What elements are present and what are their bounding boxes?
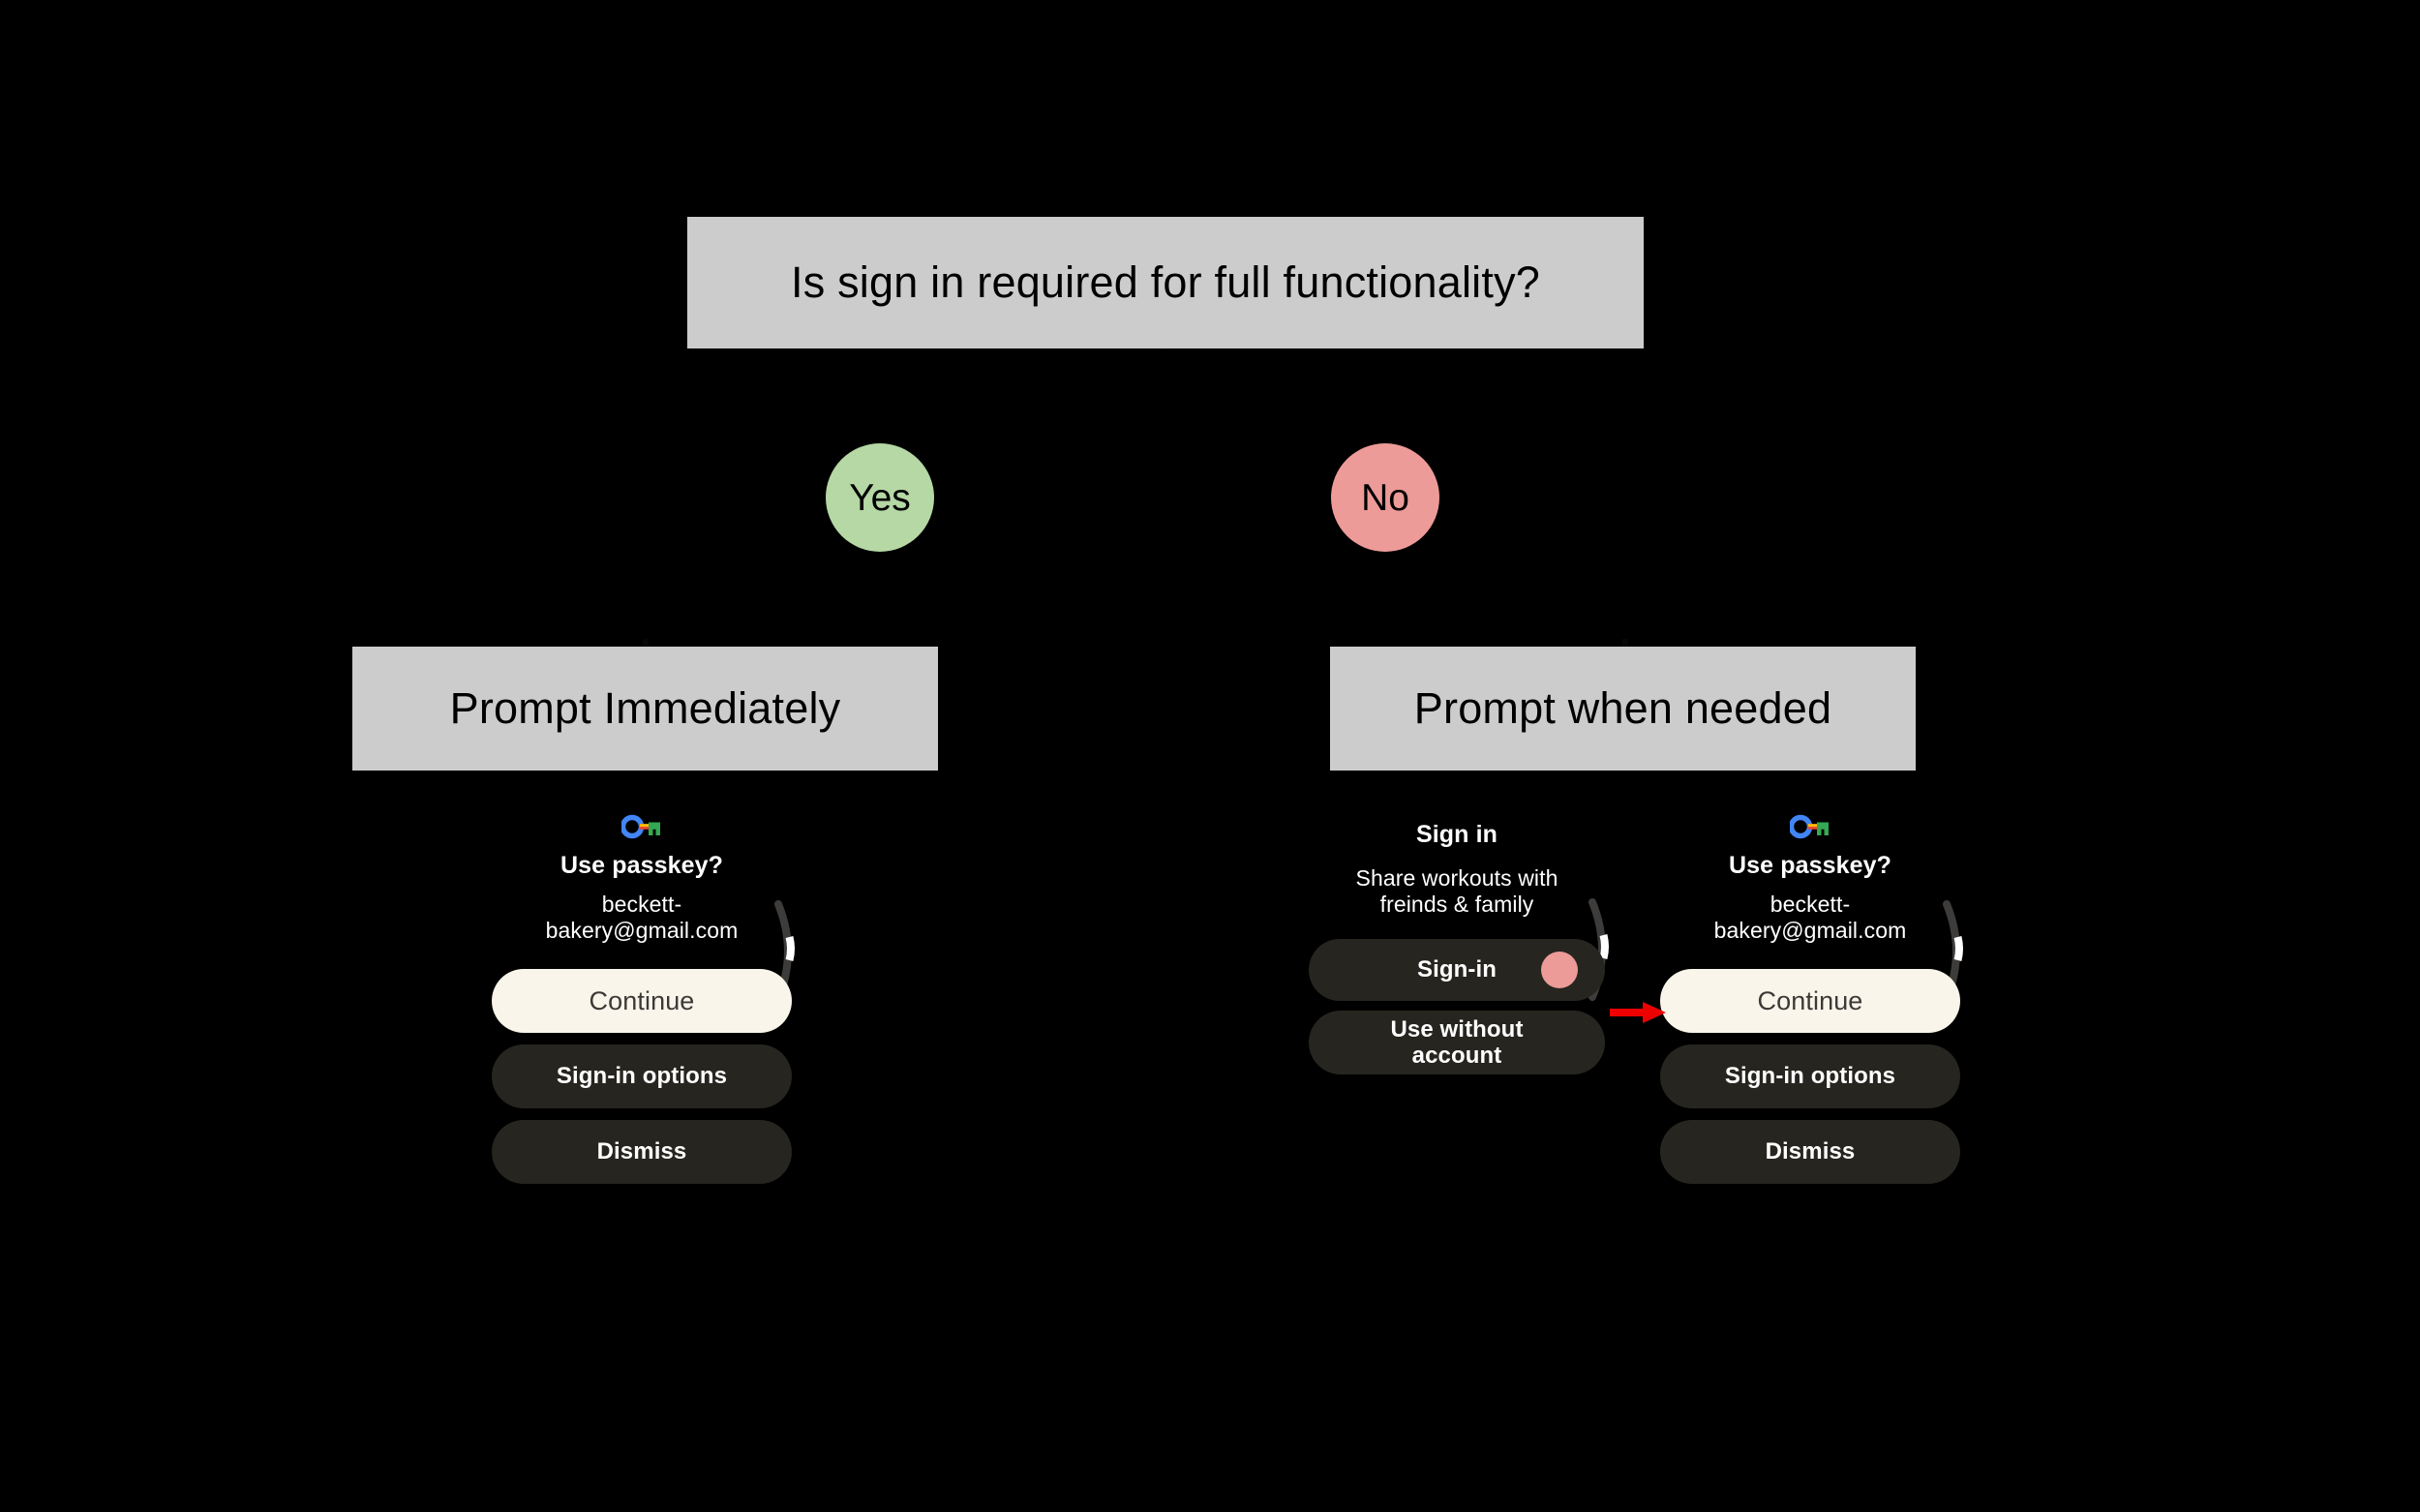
outcome-box-prompt-immediately: Prompt Immediately — [352, 647, 938, 771]
outcome-box-prompt-immediately-label: Prompt Immediately — [449, 683, 841, 734]
sign-in-button[interactable]: Sign-in — [1309, 939, 1605, 1001]
continue-button[interactable]: Continue — [1660, 969, 1960, 1033]
google-passkey-icon — [1790, 813, 1830, 840]
sign-in-options-button[interactable]: Sign-in options — [1660, 1044, 1960, 1108]
signin-card-title: Sign in — [1415, 821, 1498, 848]
question-box: Is sign in required for full functionali… — [687, 217, 1644, 348]
continue-button[interactable]: Continue — [492, 969, 792, 1033]
decision-chip-yes: Yes — [826, 443, 934, 552]
signin-card-middle: Sign in Share workouts with freinds & fa… — [1309, 821, 1609, 1256]
sign-in-options-button-label: Sign-in options — [1724, 1063, 1896, 1090]
red-arrow-icon — [1610, 1000, 1668, 1025]
sign-in-options-button[interactable]: Sign-in options — [492, 1044, 792, 1108]
dismiss-button-label: Dismiss — [1765, 1138, 1856, 1165]
sign-in-options-button-label: Sign-in options — [556, 1063, 728, 1090]
continue-button-label: Continue — [589, 985, 695, 1015]
sign-in-button-label: Sign-in — [1416, 956, 1497, 983]
passkey-card-left-title: Use passkey? — [560, 852, 723, 879]
decision-chip-no: No — [1331, 443, 1439, 552]
dismiss-button-label: Dismiss — [596, 1138, 687, 1165]
question-box-label: Is sign in required for full functionali… — [791, 257, 1540, 308]
dismiss-button[interactable]: Dismiss — [1660, 1120, 1960, 1184]
decision-chip-no-label: No — [1361, 476, 1409, 519]
passkey-card-left-subtitle: beckett-bakery@gmail.com — [545, 891, 739, 943]
google-passkey-icon — [621, 813, 662, 840]
passkey-card-right-subtitle: beckett-bakery@gmail.com — [1713, 891, 1907, 943]
signin-card-subtitle: Share workouts with freinds & family — [1355, 864, 1558, 917]
decision-chip-yes-label: Yes — [849, 476, 911, 519]
sign-in-avatar-dot — [1541, 952, 1578, 988]
use-without-account-button[interactable]: Use without account — [1309, 1011, 1605, 1074]
passkey-card-right-title: Use passkey? — [1729, 852, 1891, 879]
continue-button-label: Continue — [1757, 985, 1863, 1015]
outcome-box-prompt-when-needed-label: Prompt when needed — [1413, 683, 1832, 734]
use-without-account-button-label: Use without account — [1390, 1015, 1524, 1069]
connector-no-to-right-box — [1622, 639, 1628, 649]
dismiss-button[interactable]: Dismiss — [492, 1120, 792, 1184]
passkey-card-right: Use passkey? beckett-bakery@gmail.com Co… — [1660, 811, 1963, 1305]
connector-yes-to-left-box — [643, 639, 649, 649]
passkey-card-left: Use passkey? beckett-bakery@gmail.com Co… — [492, 811, 795, 1305]
outcome-box-prompt-when-needed: Prompt when needed — [1330, 647, 1916, 771]
